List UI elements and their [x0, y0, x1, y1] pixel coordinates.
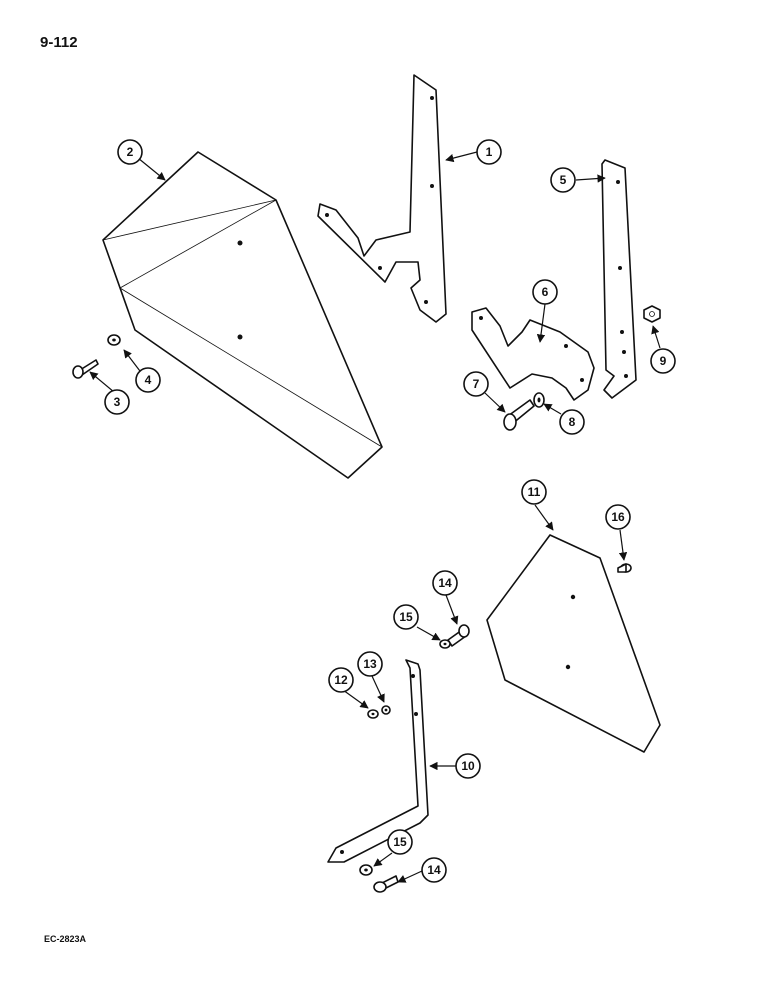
- strap-part-10: [327, 659, 429, 863]
- callout-14-lower: 14: [421, 857, 447, 883]
- bolt-part-14-upper: [447, 624, 470, 647]
- screw-part-16: [617, 563, 632, 573]
- callout-label: 11: [528, 485, 541, 499]
- callout-8: 8: [559, 409, 585, 435]
- callout-10: 10: [455, 753, 481, 779]
- callout-label: 1: [486, 145, 493, 159]
- callout-label: 2: [127, 145, 134, 159]
- callout-label: 15: [393, 835, 407, 849]
- bolt-part-7: [503, 399, 535, 431]
- strap-part-5: [601, 159, 637, 399]
- nut-part-9: [643, 305, 661, 323]
- callout-label: 14: [438, 576, 452, 590]
- callout-label: 3: [114, 395, 121, 409]
- washer-part-15-upper: [439, 639, 451, 649]
- plate-part-11: [486, 534, 661, 753]
- callout-7: 7: [463, 371, 489, 397]
- callout-label: 8: [569, 415, 576, 429]
- callout-label: 13: [363, 657, 377, 671]
- bracket-part-6: [471, 307, 595, 401]
- callout-label: 10: [461, 759, 475, 773]
- callout-9: 9: [650, 348, 676, 374]
- callout-3: 3: [104, 389, 130, 415]
- callout-label: 15: [399, 610, 413, 624]
- nut-part-13: [381, 705, 391, 715]
- callout-15-lower: 15: [387, 829, 413, 855]
- callout-6: 6: [532, 279, 558, 305]
- callout-label: 4: [145, 373, 152, 387]
- callout-14-upper: 14: [432, 570, 458, 596]
- callout-label: 7: [473, 377, 480, 391]
- callout-11: 11: [521, 479, 547, 505]
- reference-code: EC-2823A: [44, 934, 87, 944]
- callout-13: 13: [357, 651, 383, 677]
- washer-part-12: [367, 709, 379, 719]
- callout-1: 1: [476, 139, 502, 165]
- callout-5: 5: [550, 167, 576, 193]
- callout-12: 12: [328, 667, 354, 693]
- callout-label: 5: [560, 173, 567, 187]
- callout-2: 2: [117, 139, 143, 165]
- washer-part-15-lower: [359, 864, 373, 876]
- washer-part-8: [533, 392, 545, 408]
- callout-4: 4: [135, 367, 161, 393]
- callout-label: 14: [427, 863, 441, 877]
- page-number: 9-112: [40, 34, 78, 51]
- callout-label: 6: [542, 285, 549, 299]
- washer-part-4: [107, 334, 121, 346]
- shield-part-2: [102, 151, 383, 479]
- bolt-part-14-lower: [373, 875, 399, 893]
- callout-16: 16: [605, 504, 631, 530]
- callout-label: 9: [660, 354, 667, 368]
- screw-part-3: [72, 359, 99, 379]
- callout-label: 16: [611, 510, 625, 524]
- callout-label: 12: [334, 673, 348, 687]
- callout-15-upper: 15: [393, 604, 419, 630]
- bracket-part-1: [317, 74, 447, 323]
